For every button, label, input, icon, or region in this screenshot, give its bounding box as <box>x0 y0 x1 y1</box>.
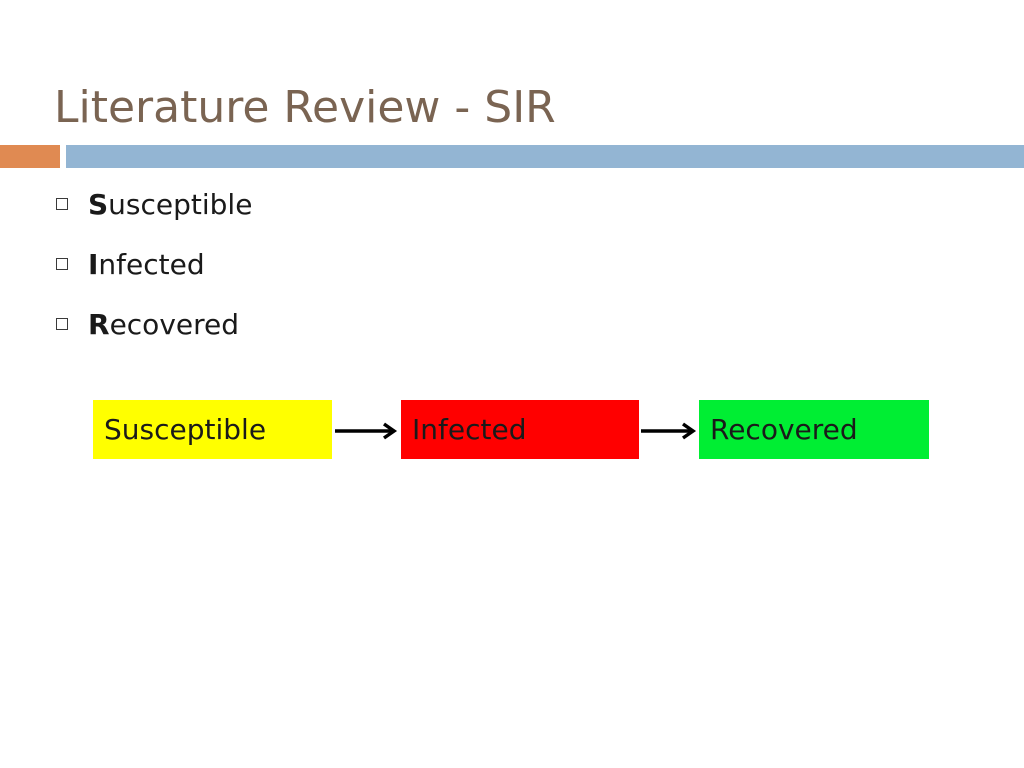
infected-node: Infected <box>401 400 639 459</box>
recovered-node-label: Recovered <box>710 413 858 446</box>
recovered-node: Recovered <box>699 400 929 459</box>
right-arrow-icon <box>335 422 398 440</box>
square-bullet-icon <box>56 198 68 210</box>
right-arrow-icon <box>641 422 697 440</box>
bullet-text: usceptible <box>108 187 253 221</box>
susceptible-node: Susceptible <box>93 400 332 459</box>
susceptible-node-label: Susceptible <box>104 413 267 446</box>
bullet-initial: S <box>88 187 109 221</box>
slide-title: Literature Review - SIR <box>54 82 556 133</box>
square-bullet-icon <box>56 258 68 270</box>
bullet-initial: I <box>88 247 99 281</box>
square-bullet-icon <box>56 318 68 330</box>
title-underline-bar <box>66 145 1024 168</box>
infected-node-label: Infected <box>412 413 527 446</box>
title-accent-bar <box>0 145 60 168</box>
bullet-initial: R <box>88 307 110 341</box>
bullet-text: ecovered <box>109 307 240 341</box>
bullet-text: nfected <box>98 247 205 281</box>
